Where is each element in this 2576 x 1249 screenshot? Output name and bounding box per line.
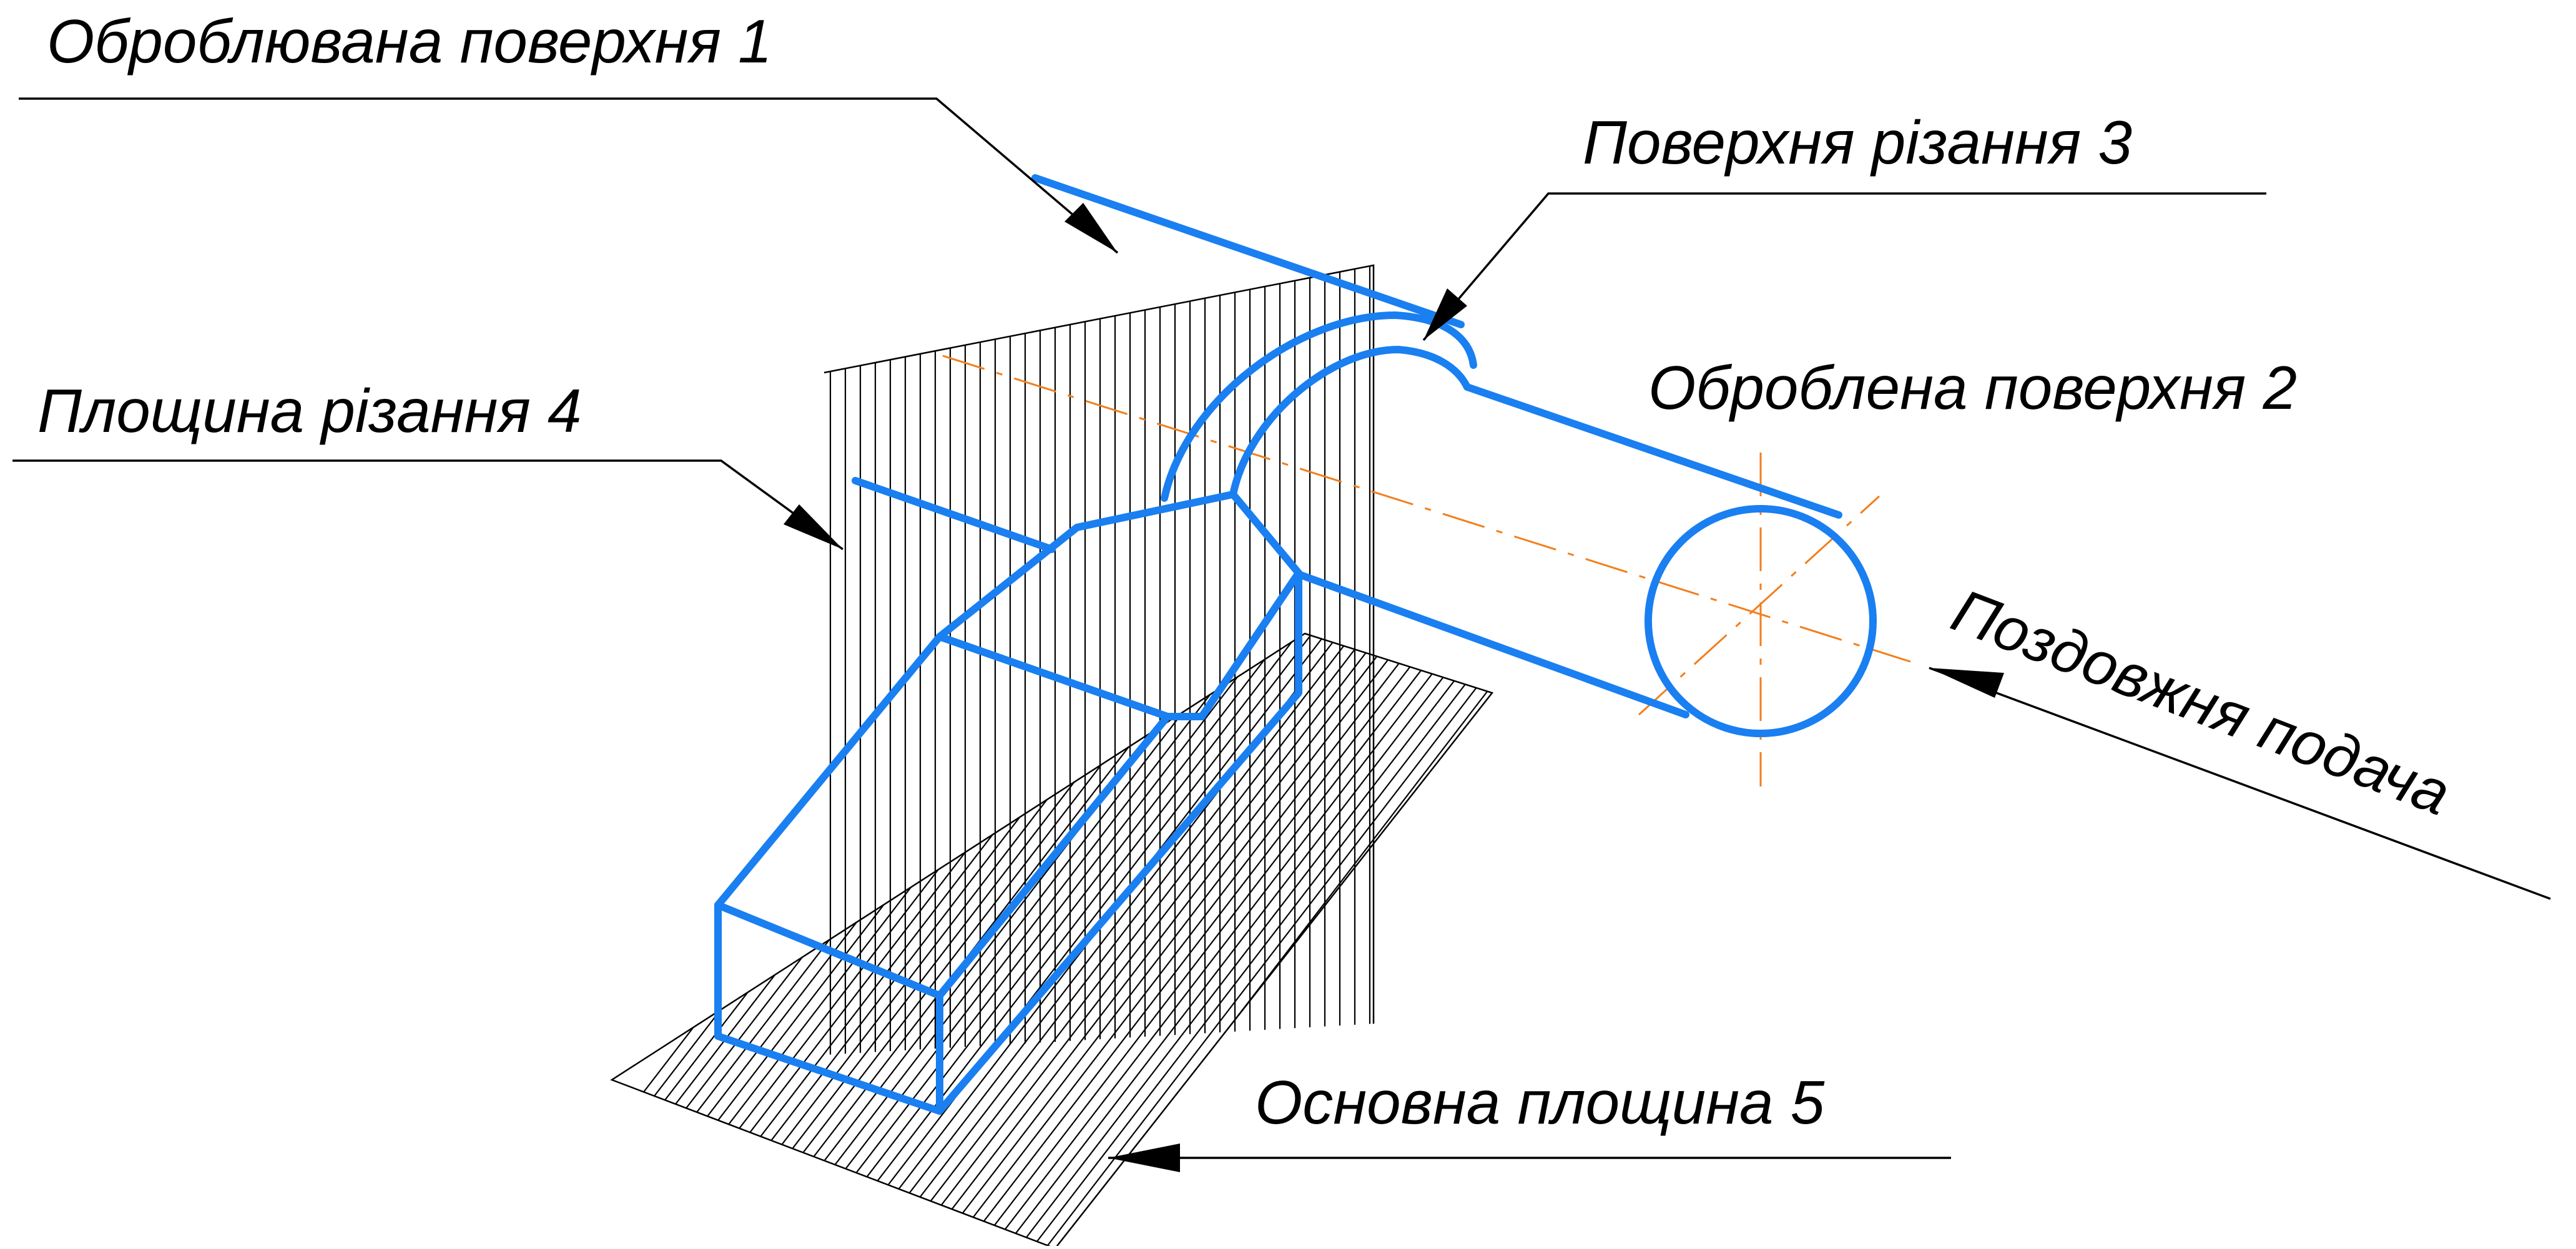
cut-surface-arc-inner [1229, 346, 1471, 498]
workpiece-end-circle [1644, 505, 1877, 737]
hatch-line [1612, 605, 2130, 1246]
label-plane-4: Площина різання 4 [37, 376, 582, 445]
base-plane-outline [610, 632, 1494, 1249]
hatch-line [911, 634, 1430, 1248]
hatch-line [952, 634, 1472, 1248]
hatch-line [1309, 634, 1492, 1248]
hatch-line [1474, 634, 1492, 1248]
axis-lines [942, 355, 1911, 786]
hatch-line [1103, 634, 1492, 1248]
cut-surface-arc-outer [1161, 311, 1477, 502]
label-surface-1: Оброблювана поверхня 1 [47, 7, 772, 76]
hatch-line [1530, 605, 2048, 1246]
hatch-line [1543, 605, 2062, 1246]
hatch-line [1158, 634, 1492, 1248]
workpiece-axis [942, 355, 1911, 663]
hatch-line [815, 634, 1334, 1248]
hatch-line [774, 634, 1293, 1248]
tool-rear-edge [852, 477, 1056, 553]
hatch-line [1282, 634, 1492, 1248]
arrow-surface-3 [1423, 288, 1467, 340]
cylinder-bottom-edge [1295, 571, 1689, 718]
leaders [12, 97, 2551, 1172]
hatch-line [1488, 634, 1492, 1248]
leader-surface-1 [19, 97, 1119, 254]
hatch-line [1227, 634, 1492, 1248]
arrow-surface-1 [1064, 203, 1118, 253]
cutting-plane-4 [823, 264, 1375, 1055]
hatch-line [612, 634, 1101, 1248]
label-surface-3: Поверхня різання 3 [1583, 108, 2132, 177]
hatch-line [1117, 634, 1492, 1248]
base-plane-5 [610, 605, 2130, 1249]
tool-shank-front [714, 901, 943, 1115]
arrow-plane-4 [784, 504, 843, 549]
label-plane-5: Основна площина 5 [1255, 1068, 1825, 1137]
hatch-line [938, 634, 1458, 1248]
arrow-plane-5 [1108, 1144, 1180, 1172]
arrow-feed [1929, 668, 2004, 698]
hatch-line [612, 634, 1087, 1248]
hatch-line [1378, 634, 1492, 1248]
tool-shank-side [936, 569, 1302, 1115]
hatch-line [1350, 634, 1492, 1248]
hatch-line [1516, 605, 2034, 1246]
label-surface-2: Оброблена поверхня 2 [1648, 353, 2297, 422]
hatch-line [1598, 605, 2116, 1246]
hatch-line [1144, 634, 1492, 1248]
leader-feed [1929, 667, 2551, 900]
hatch-line [1364, 634, 1492, 1248]
hatch-line [897, 634, 1417, 1248]
hatch-line [1254, 634, 1492, 1248]
hatch-line [1447, 634, 1492, 1248]
hatch-line [1557, 605, 2075, 1246]
tool-and-workpiece [714, 174, 1877, 1115]
hatch-line [1186, 634, 1492, 1248]
hatch-line [993, 634, 1492, 1248]
hatch-line [925, 634, 1444, 1248]
hatch-line [1433, 634, 1492, 1248]
hatch-line [1268, 634, 1492, 1248]
hatch-line [1405, 634, 1492, 1248]
hatch-line [883, 634, 1403, 1248]
leader-plane-4 [12, 459, 844, 551]
base-plane-hatching [612, 605, 2130, 1248]
hatch-line [1062, 634, 1492, 1248]
leader-surface-3 [1422, 192, 2266, 341]
hatch-line [801, 634, 1320, 1248]
hatch-line [1323, 634, 1492, 1248]
hatch-line [966, 634, 1485, 1248]
cutting-plane-outline [823, 264, 1375, 1024]
hatch-line [1337, 634, 1492, 1248]
hatch-line [1460, 634, 1492, 1248]
diagonal-center-line [1638, 495, 1880, 716]
cylinder-top-edge [1463, 383, 1842, 519]
hatch-line [612, 634, 1059, 1248]
hatch-line [612, 634, 1046, 1248]
hatch-line [1007, 634, 1492, 1248]
workpiece-top-edge [1031, 174, 1465, 328]
hatch-line [980, 634, 1492, 1248]
